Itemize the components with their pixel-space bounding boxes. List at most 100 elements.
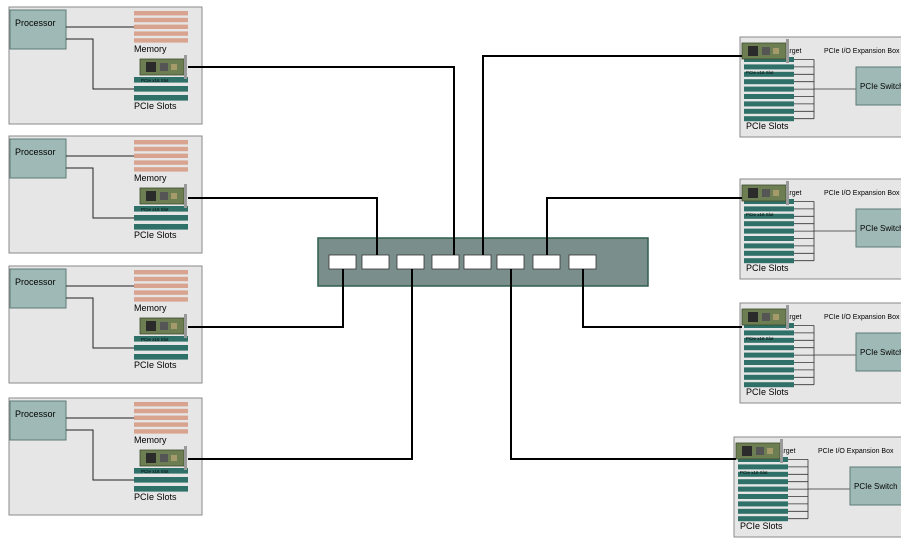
expansion-slot (744, 79, 794, 85)
card-chip (160, 454, 168, 462)
pcie-switch-block (849, 466, 901, 506)
expansion-slot (744, 367, 794, 373)
target-card (741, 39, 789, 63)
slot-label: PCIe x16 Slot (746, 336, 774, 341)
memory-stick (134, 283, 188, 288)
pcie-slot (134, 477, 188, 483)
target-label: Target (776, 448, 796, 455)
card-chip (171, 64, 177, 70)
card-chip (146, 62, 156, 72)
expansion-slot (738, 479, 788, 485)
pcie-slots-label: PCIe Slots (746, 121, 789, 131)
switch-port-4 (431, 254, 460, 270)
memory-stick (134, 276, 188, 282)
expansion-slot (744, 206, 794, 212)
expansion-slot (738, 508, 788, 514)
pcie-card (139, 446, 187, 470)
processor-block (9, 9, 67, 50)
expansion-slot (738, 501, 788, 507)
memory-stick (134, 297, 188, 302)
slot-label: PCIe x16 Slot (141, 207, 169, 212)
memory-stick (134, 153, 188, 158)
processor-label: Processor (15, 18, 56, 28)
expansion-slot (744, 64, 794, 70)
card-chip (748, 312, 758, 322)
pcie-switch-block (855, 208, 901, 248)
card-bracket (184, 314, 187, 338)
pcie-switch-block (855, 66, 901, 106)
expansion-slot (738, 471, 788, 477)
pcie-switch-label: PCIe Switch (860, 82, 901, 91)
card-chip (762, 189, 770, 197)
pcie-card (139, 55, 187, 79)
memory-stick (134, 38, 188, 43)
memory-stick (134, 270, 188, 275)
expansion-slot (744, 94, 794, 99)
cable-1 (188, 66, 455, 255)
card-chip (160, 192, 168, 200)
card-chip (146, 453, 156, 463)
pcie-slots-label: PCIe Slots (740, 521, 783, 531)
expansion-slot (744, 221, 794, 227)
card-chip (171, 455, 177, 461)
memory-stick (134, 17, 188, 23)
expansion-slot (744, 243, 794, 249)
expansion-slot (744, 352, 794, 358)
pcie-slots-label: PCIe Slots (134, 230, 177, 240)
pcie-slot (134, 345, 188, 351)
card-bracket (786, 39, 789, 63)
switch-port-2 (361, 254, 390, 270)
processor-label: Processor (15, 409, 56, 419)
cable-4 (188, 269, 413, 460)
processor-slot-link (66, 38, 134, 90)
expansion-slot (744, 213, 794, 219)
target-card (741, 181, 789, 205)
expansion-slot (744, 86, 794, 92)
card-chip (160, 322, 168, 330)
target-label: Target (782, 48, 802, 55)
memory-stick (134, 290, 188, 295)
expansion-slot (738, 486, 788, 492)
memory-stick (134, 422, 188, 427)
slot-label: PCIe x16 Slot (746, 70, 774, 75)
expansion-slot (744, 108, 794, 114)
cable-2 (188, 197, 378, 255)
processor-slot-link (66, 297, 134, 349)
pcie-slot (134, 224, 188, 230)
processor-block (9, 400, 67, 441)
card-chip (762, 47, 770, 55)
switch-port-3 (396, 254, 425, 270)
pcie-slot (134, 95, 188, 101)
memory-stick (134, 11, 188, 16)
pcie-slot (134, 77, 188, 83)
card-chip (748, 46, 758, 56)
memory-label: Memory (134, 435, 167, 445)
cable-5 (482, 55, 742, 255)
expansion-slot (744, 323, 794, 328)
pcie-slot (134, 468, 188, 474)
card-chip (773, 314, 779, 320)
memory-stick (134, 415, 188, 420)
processor-label: Processor (15, 277, 56, 287)
memory-stick (134, 402, 188, 407)
target-card (741, 305, 789, 329)
card-chip (171, 323, 177, 329)
pcie-switch-block (855, 332, 901, 372)
card-bracket (184, 446, 187, 470)
card-chip (767, 448, 773, 454)
card-chip (742, 446, 752, 456)
expansion-slot (738, 457, 788, 462)
cable-3 (188, 269, 344, 328)
slot-label: PCIe x16 Slot (740, 470, 768, 475)
processor-slot-link (66, 167, 134, 219)
card-bracket (780, 439, 783, 463)
slot-label: PCIe x16 Slot (141, 469, 169, 474)
memory-label: Memory (134, 303, 167, 313)
pcie-slot (134, 206, 188, 212)
target-label: Target (782, 190, 802, 197)
target-label: Target (782, 314, 802, 321)
